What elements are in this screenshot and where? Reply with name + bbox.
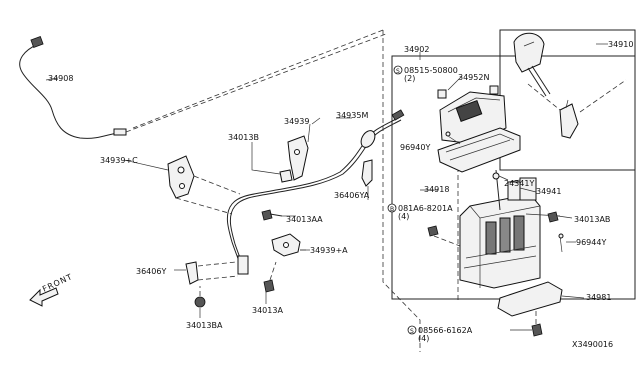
front-label: FRONT — [41, 272, 74, 294]
b-mark — [387, 203, 397, 213]
label-bolt-081a6-qty: (4) — [398, 212, 409, 221]
b-mark-text: B — [390, 206, 394, 213]
label-34981: 34981 — [586, 293, 611, 302]
cable-34908 — [19, 33, 387, 139]
label-34939: 34939 — [284, 117, 309, 126]
label-36406ya: 36406YA — [334, 191, 370, 200]
bottom-plate-34981 — [497, 281, 585, 317]
indicator-cover — [437, 85, 507, 145]
label-34013a: 34013A — [252, 306, 283, 315]
bolt-34013ab — [547, 211, 573, 223]
s-mark-2-text: S — [410, 328, 414, 335]
label-34013b: 34013B — [228, 133, 259, 142]
label-34935m: 34935M — [336, 111, 368, 120]
bolt-34013a — [263, 261, 277, 293]
label-34941: 34941 — [536, 187, 561, 196]
part-labels: 34908 34939+C 34013B 34939 34935M 36406Y… — [41, 40, 633, 349]
bolt-08566 — [531, 308, 543, 337]
nut-34013ba — [194, 286, 206, 308]
label-34939c: 34939+C — [100, 156, 138, 165]
label-bolt-08515: 08515-50800 — [404, 66, 458, 75]
s-mark-1-text: S — [396, 68, 400, 75]
label-bolt-08515-qty: (2) — [404, 74, 415, 83]
front-arrow — [29, 287, 59, 307]
clip-36406y — [185, 261, 239, 285]
shifter-body — [459, 169, 561, 289]
clip-34013b — [251, 142, 293, 183]
label-bolt-08566: 08566-6162A — [418, 326, 473, 335]
label-36406y: 36406Y — [136, 267, 166, 276]
label-34013ba: 34013BA — [186, 321, 223, 330]
clip-96944y — [558, 233, 564, 253]
bolt-081a6 — [427, 225, 461, 247]
label-34952n: 34952N — [458, 73, 489, 82]
label-34910: 34910 — [608, 40, 633, 49]
bracket-34939c — [167, 155, 241, 215]
label-34939a: 34939+A — [310, 246, 348, 255]
label-34013aa: 34013AA — [286, 215, 323, 224]
label-34918: 34918 — [424, 185, 449, 194]
bolt-34013aa — [261, 209, 296, 221]
bracket-34939 — [287, 123, 311, 181]
label-bolt-08566-qty: (4) — [418, 334, 429, 343]
label-24341y: 24341Y — [504, 179, 534, 188]
leader-lines — [45, 43, 608, 331]
clip-96940y — [445, 131, 451, 137]
label-bolt-081a6: 081A6-8201A — [398, 204, 453, 213]
s-mark-2 — [407, 325, 417, 335]
label-96940y: 96940Y — [400, 143, 430, 152]
label-34902: 34902 — [404, 45, 429, 54]
diagram-id: X3490016 — [572, 340, 613, 349]
clip-36406ya — [361, 159, 373, 200]
bracket-34939a — [271, 233, 310, 257]
shift-knob-34910 — [513, 32, 627, 139]
label-34908: 34908 — [48, 74, 73, 83]
bezel-plate — [437, 127, 521, 173]
s-mark-1 — [393, 65, 403, 75]
clip-24341y — [492, 172, 509, 181]
label-34013ab: 34013AB — [574, 215, 610, 224]
shift-cable-34935m — [226, 109, 405, 275]
label-96944y: 96944Y — [576, 238, 606, 247]
